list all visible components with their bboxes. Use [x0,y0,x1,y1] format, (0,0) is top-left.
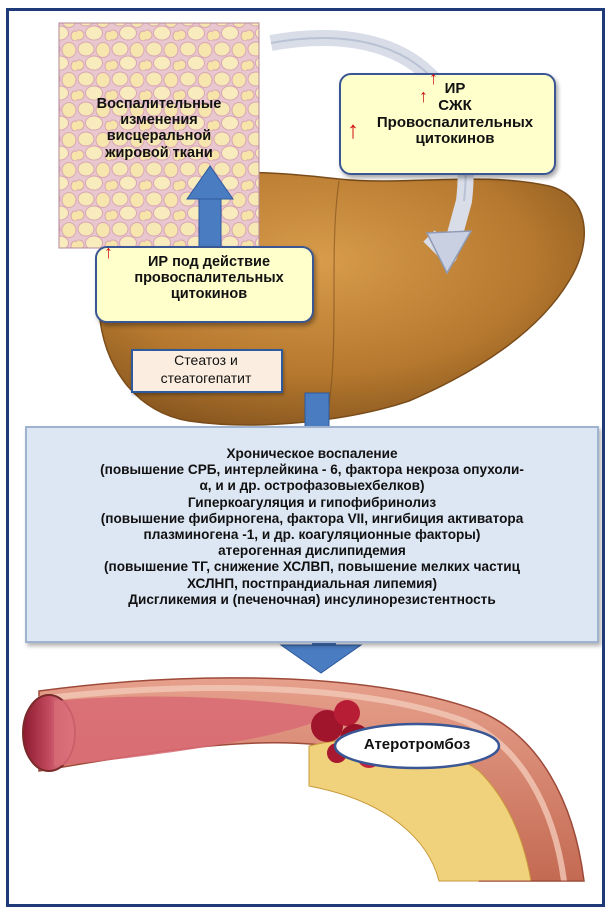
summary-box: Хроническое воспаление (повышение СРБ, и… [25,426,599,643]
artery [23,678,584,881]
left-callout-line-1: ИР под действие [109,254,309,270]
summary-line-4: Гиперкоагуляция и гипофибринолиз [27,495,597,511]
up-arrow-icon: ↑ [347,119,359,143]
top-callout-text: ИР СЖК Провоспалительных цитокинов [361,81,549,148]
summary-line-6: плазминогена -1, и др. коагуляционные фа… [27,527,597,543]
steatosis-text: Стеатоз и стеатогепатит [131,351,281,387]
summary-line-1: Хроническое воспаление [27,446,597,462]
steatosis-line-2: стеатогепатит [131,369,281,387]
summary-line-2: (повышение СРБ, интерлейкина - 6, фактор… [27,462,597,478]
fat-tissue-line-4: жировой ткани [59,145,259,161]
steatosis-connector [305,393,329,429]
top-callout-line-3: Провоспалительных [361,115,549,132]
top-callout-line-4: цитокинов [361,131,549,148]
summary-line-5: (повышение фибирногена, фактора VII, инг… [27,511,597,527]
figure-frame: Воспалительные изменения висцеральной жи… [6,8,605,907]
summary-line-9: ХСЛНП, постпрандиальная липемия) [27,576,597,592]
fat-tissue-line-3: висцеральной [59,128,259,144]
top-callout-line-2: СЖК [361,98,549,115]
artery-label: Атеротромбоз [335,737,499,754]
summary-line-10: Дисгликемия и (печеночная) инсулинорезис… [27,592,597,608]
summary-line-3: α, и и др. острофазовыехбелков) [27,478,597,494]
top-callout-line-1: ИР [361,81,549,98]
fat-tissue-line-2: изменения [59,112,259,128]
left-callout-line-3: цитокинов [109,286,309,302]
left-callout-line-2: провоспалительных [109,270,309,286]
left-callout-text: ИР под действие провоспалительных цитоки… [109,254,309,303]
summary-line-7: атерогенная дислипидемия [27,543,597,559]
steatosis-line-1: Стеатоз и [131,351,281,369]
fat-tissue-line-1: Воспалительные [59,96,259,112]
fat-tissue-caption: Воспалительные изменения висцеральной жи… [59,96,259,161]
summary-line-8: (повышение ТГ, снижение ХСЛВП, повышение… [27,559,597,575]
